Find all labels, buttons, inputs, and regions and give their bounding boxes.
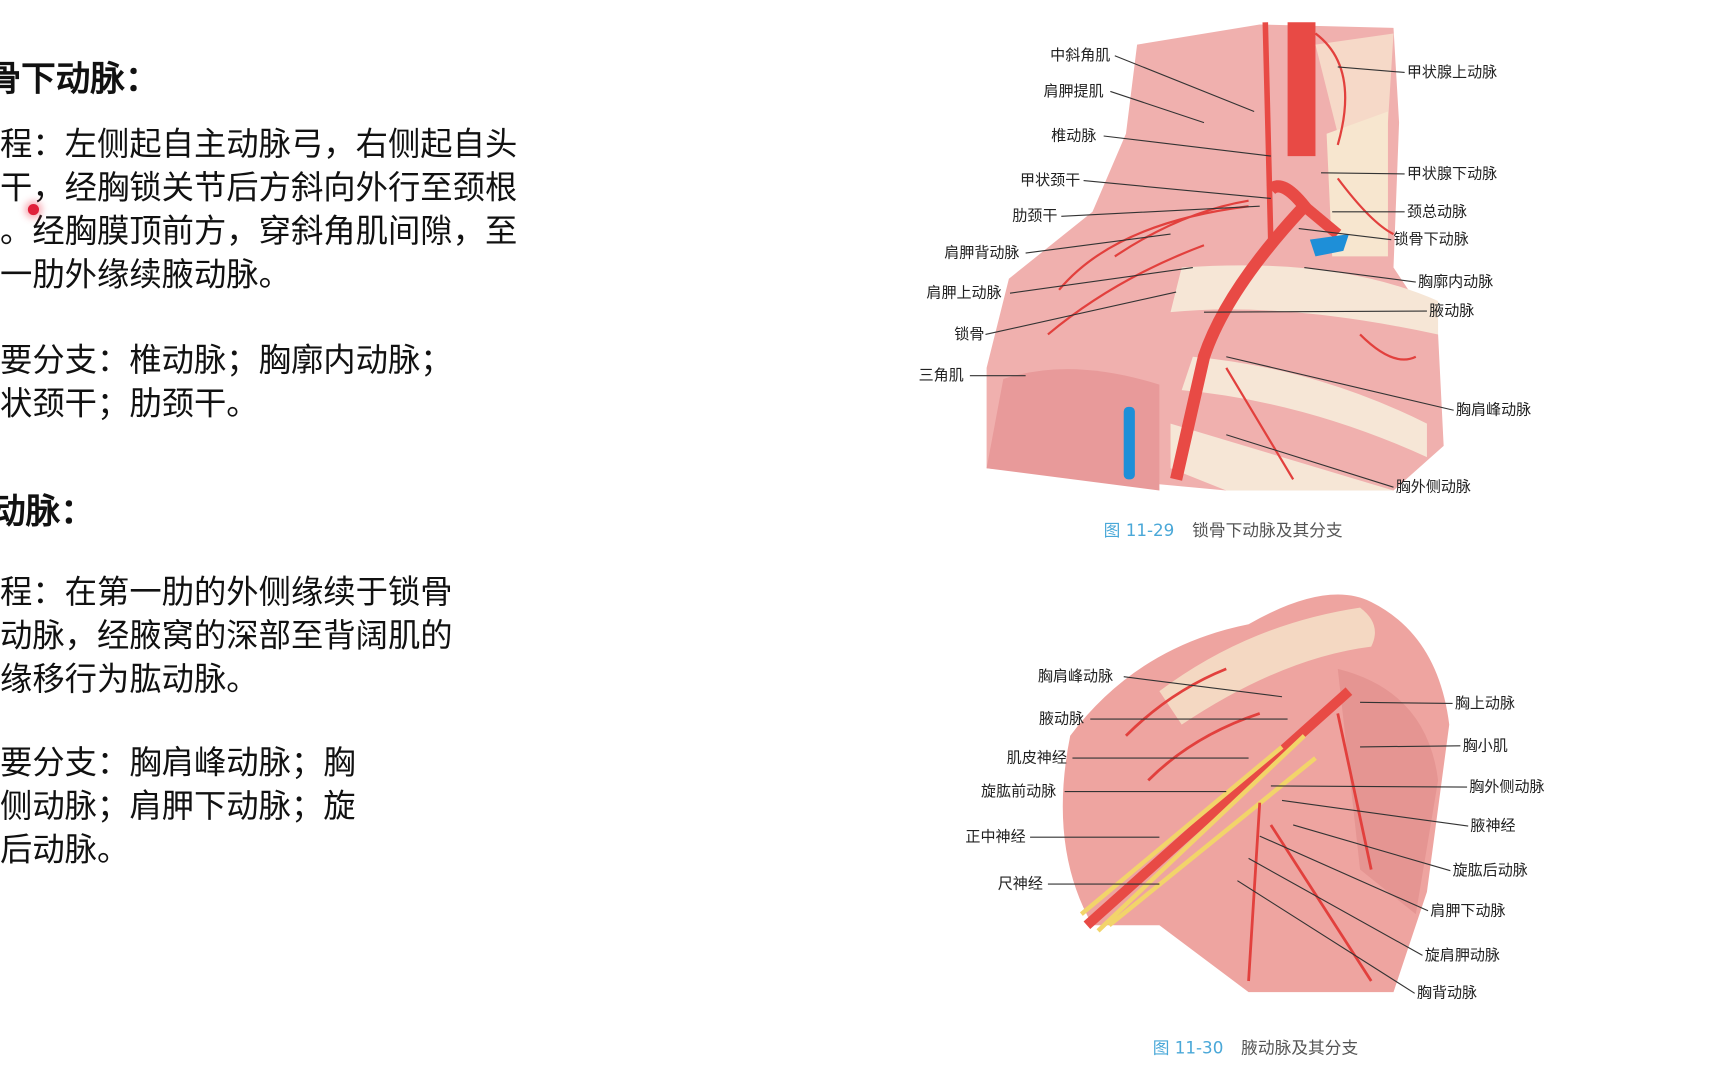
figure2-label: 旋肩胛动脉 [1424,946,1500,965]
figure2-label: 胸肩峰动脉 [1037,667,1114,686]
figure1-label: 胸肩峰动脉 [1455,401,1532,420]
figure1-label: 锁骨下动脉 [1393,230,1469,249]
figure2-caption-text: 腋动脉及其分支 [1241,1037,1359,1058]
text-line: 侧动脉；肩胛下动脉；旋 [0,787,356,825]
section2-course: 程：在第一肋的外侧缘续于锁骨 动脉，经腋窝的深部至背阔肌的 缘移行为肱动脉。 [0,571,453,701]
figure1-label: 腋动脉 [1429,302,1475,320]
figure1-label: 中斜角肌 [1050,46,1111,65]
laser-pointer-dot [27,204,40,216]
figure2-label: 旋肱前动脉 [981,782,1057,801]
section2-title: 动脉： [0,491,95,532]
figure1-caption-text: 锁骨下动脉及其分支 [1192,520,1343,541]
text-line: 缘移行为肱动脉。 [0,659,259,698]
figure2-label: 腋动脉 [1038,710,1085,728]
section1-course: 程：左侧起自主动脉弓，右侧起自头 干，经胸锁关节后方斜向外行至颈根 。经胸膜顶前… [0,123,517,297]
figure1-number: 图 11-29 [1103,520,1175,541]
figure1-illustration [969,22,1454,491]
figure2-caption: 图 11-30 腋动脉及其分支 [1153,1036,1359,1059]
figure1-label: 肩胛上动脉 [926,284,1002,303]
text-line: 程：在第一肋的外侧缘续于锁骨 [0,573,453,611]
text-line: 一肋外缘续腋动脉。 [0,255,291,294]
figure1-label: 胸廓内动脉 [1418,273,1494,291]
figure2-label: 正中神经 [965,828,1026,847]
text-line: 。经胸膜顶前方，穿斜角肌间隙，至 [0,211,518,250]
section1-title: 骨下动脉： [0,59,160,100]
figure2-illustration [1030,594,1469,994]
figure2-number: 图 11-30 [1152,1037,1224,1058]
figure1-label: 肋颈干 [1012,207,1058,226]
text-line: 状颈干；肋颈干。 [0,384,259,423]
figure1-label: 甲状腺下动脉 [1406,164,1498,183]
figure1-label: 甲状腺上动脉 [1406,63,1498,82]
figure1-label: 肩胛背动脉 [944,244,1020,262]
section2-branches: 要分支：胸肩峰动脉；胸 侧动脉；肩胛下动脉；旋 后动脉。 [0,741,356,871]
figure1-label: 椎动脉 [1051,127,1097,145]
text-line: 干，经胸锁关节后方斜向外行至颈根 [0,168,518,207]
figure1-label: 锁骨 [954,325,985,344]
section1-branches: 要分支：椎动脉；胸廓内动脉； 状颈干；肋颈干。 [0,339,453,426]
figure2-label: 尺神经 [997,875,1043,893]
figure1-label: 三角肌 [918,366,964,385]
figure2-label: 旋肱后动脉 [1452,861,1528,880]
text-line: 要分支：胸肩峰动脉；胸 [0,743,356,782]
figure1-label: 甲状颈干 [1020,171,1081,190]
figure1-caption: 图 11-29 锁骨下动脉及其分支 [1104,518,1343,541]
text-line: 后动脉。 [0,830,130,869]
figure2-label: 胸上动脉 [1454,694,1516,713]
text-line: 程：左侧起自主动脉弓，右侧起自头 [0,124,518,163]
figure2-label: 腋神经 [1470,817,1516,835]
figure2-label: 胸小肌 [1462,736,1508,755]
figure1-label: 肩胛提肌 [1043,82,1104,101]
text-line: 动脉，经腋窝的深部至背阔肌的 [0,616,453,655]
figure2-label: 肌皮神经 [1006,749,1067,767]
figure1-label: 颈总动脉 [1406,202,1468,221]
figure2-label: 胸背动脉 [1416,984,1478,1003]
figure2-label: 肩胛下动脉 [1430,901,1506,920]
text-line: 要分支：椎动脉；胸廓内动脉； [0,341,453,380]
figure1-label: 胸外侧动脉 [1395,478,1471,497]
figure2-label: 胸外侧动脉 [1469,778,1545,796]
